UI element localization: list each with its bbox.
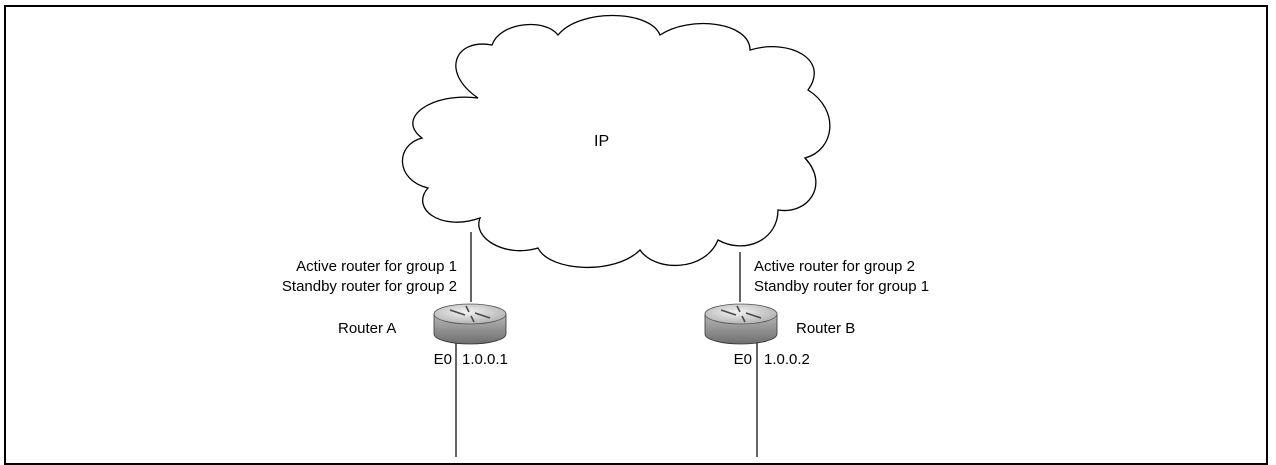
router-b-ip: 1.0.0.2	[764, 351, 810, 368]
router-a-interface: E0	[433, 351, 452, 368]
router-a-icon	[433, 303, 507, 345]
router-a-role-1: Active router for group 1	[296, 258, 457, 275]
router-a-name: Router A	[338, 320, 397, 337]
router-b-icon	[704, 303, 778, 345]
router-b-interface: E0	[733, 351, 752, 368]
router-a-role-2: Standby router for group 2	[281, 278, 457, 295]
router-b-name: Router B	[796, 320, 856, 337]
ip-cloud-icon	[401, 14, 831, 269]
router-b-role-2: Standby router for group 1	[754, 278, 930, 295]
cloud-label: IP	[594, 133, 610, 150]
router-a-ip: 1.0.0.1	[462, 351, 508, 368]
router-b-role-1: Active router for group 2	[754, 258, 915, 275]
